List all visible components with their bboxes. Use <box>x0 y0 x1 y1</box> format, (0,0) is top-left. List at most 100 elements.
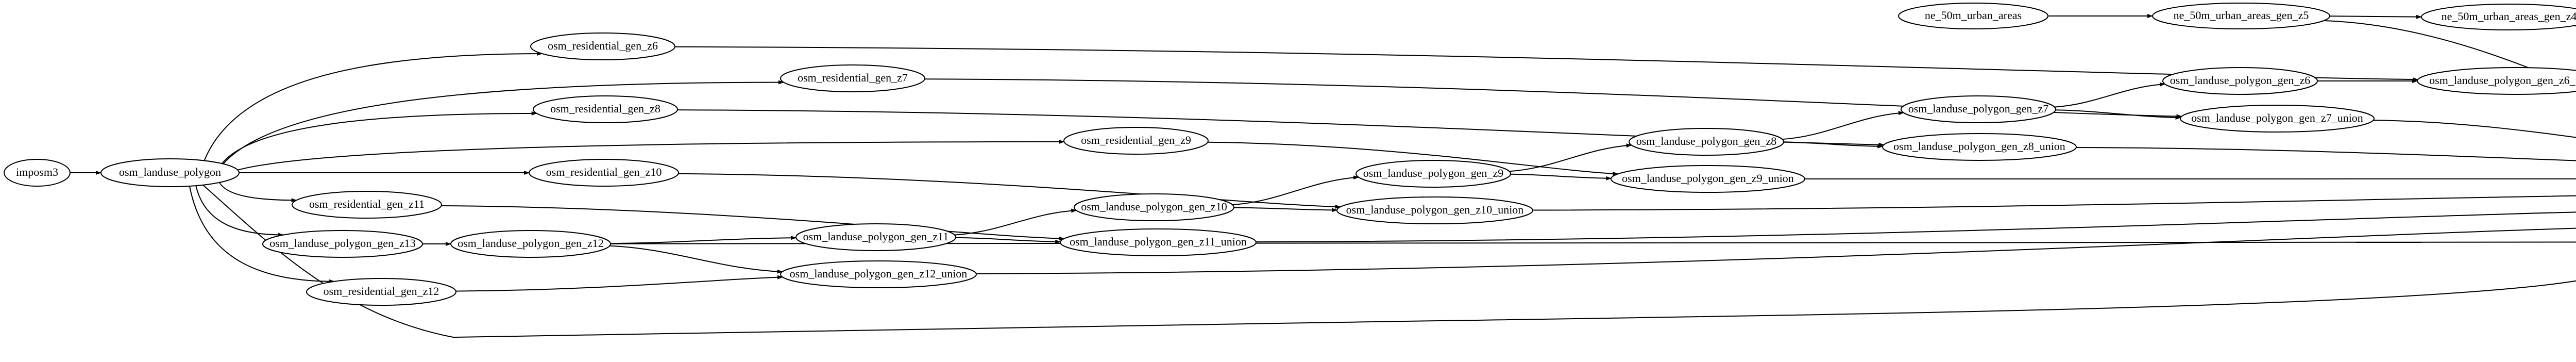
node-ellipse <box>2417 67 2576 95</box>
node-imposm3: imposm3 <box>4 159 71 187</box>
edge-osm_landuse_polygon_gen_z8_union-to-layer_landuse-z8 <box>2076 147 2576 161</box>
edge-osm_residential_gen_z11-to-osm_landuse_polygon_gen_z11_union <box>441 205 1065 241</box>
node-ellipse <box>2152 3 2330 29</box>
edge-osm_landuse_polygon_gen_z7_union-to-layer_landuse-z7 <box>2373 120 2576 138</box>
node-layer: imposm3 osm_landuse_polygon osm_resident… <box>4 3 2576 306</box>
edge-osm_landuse_polygon_gen_z13-to-layer_landuse-z13 <box>422 241 2576 244</box>
node-ellipse <box>529 159 679 187</box>
node-osm-landuse-polygon-gen-z7: osm_landuse_polygon_gen_z7 <box>1901 95 2056 123</box>
node-label: osm_landuse_polygon_gen_z11 <box>803 230 949 243</box>
node-osm-residential-gen-z11: osm_residential_gen_z11 <box>292 191 442 219</box>
node-ellipse <box>1336 196 1533 224</box>
node-label: osm_residential_gen_z7 <box>798 71 908 84</box>
node-ellipse <box>533 95 678 123</box>
node-label: osm_residential_gen_z9 <box>1081 134 1191 146</box>
edge-osm_landuse_polygon-to-osm_landuse_polygon_gen_z13 <box>195 185 284 237</box>
node-ellipse <box>306 278 456 306</box>
edge-osm_residential_gen_z12-to-osm_landuse_polygon_gen_z12_union <box>455 275 784 292</box>
node-label: osm_landuse_polygon_gen_z9 <box>1363 167 1504 179</box>
node-ellipse <box>1611 165 1805 193</box>
node-label: osm_landuse_polygon_gen_z8 <box>1636 135 1777 147</box>
node-osm-residential-gen-z6: osm_residential_gen_z6 <box>530 32 675 60</box>
node-label: osm_residential_gen_z6 <box>548 39 658 52</box>
node-ellipse <box>1901 95 2056 123</box>
edge-osm_landuse_polygon_gen_z8-to-osm_landuse_polygon_gen_z7 <box>1782 111 1904 140</box>
node-osm-landuse-polygon-gen-z12: osm_landuse_polygon_gen_z12 <box>450 230 611 258</box>
edge-osm_landuse_polygon-to-osm_residential_gen_z9 <box>238 139 1065 171</box>
node-label: osm_landuse_polygon_gen_z13 <box>269 237 416 250</box>
node-osm-landuse-polygon-gen-z9: osm_landuse_polygon_gen_z9 <box>1355 160 1511 188</box>
node-label: osm_residential_gen_z8 <box>550 102 660 115</box>
edge-ne_50m_urban_areas_gen_z5-to-layer_landuse-z5 <box>2324 20 2576 88</box>
node-osm-landuse-polygon-gen-z6-union: osm_landuse_polygon_gen_z6_union <box>2417 67 2576 95</box>
node-ellipse <box>1063 127 1209 155</box>
edge-osm_landuse_polygon-to-osm_residential_gen_z12 <box>189 186 335 284</box>
edge-osm_landuse_polygon_gen_z12-to-osm_landuse_polygon_gen_z12_union <box>609 245 783 274</box>
edge-osm_residential_gen_z7-to-osm_landuse_polygon_gen_z7_union <box>924 78 2182 119</box>
edge-osm_residential_gen_z9-to-osm_landuse_polygon_gen_z9_union <box>1208 141 1619 176</box>
node-ellipse <box>1074 193 1234 221</box>
node-label: imposm3 <box>16 166 58 178</box>
node-label: osm_landuse_polygon_gen_z11_union <box>1070 235 1247 248</box>
node-label: ne_50m_urban_areas_gen_z5 <box>2174 9 2309 22</box>
edge-osm_landuse_polygon_gen_z11-to-osm_landuse_polygon_gen_z11_union <box>955 237 1061 244</box>
edge-osm_residential_gen_z6-to-osm_landuse_polygon_gen_z6_union <box>674 46 2419 82</box>
node-ellipse <box>2180 105 2375 133</box>
node-ellipse <box>2421 4 2576 30</box>
node-osm-residential-gen-z9: osm_residential_gen_z9 <box>1063 127 1209 155</box>
edge-osm_landuse_polygon_gen_z7-to-osm_landuse_polygon_gen_z6 <box>2054 82 2166 108</box>
edge-osm_landuse_polygon_gen_z11-to-osm_landuse_polygon_gen_z10 <box>954 208 1077 236</box>
node-ellipse <box>2162 67 2318 95</box>
edge-osm_landuse_polygon_gen_z7-to-osm_landuse_polygon_gen_z7_union <box>2055 109 2181 120</box>
node-ellipse <box>1629 128 1784 156</box>
node-label: osm_landuse_polygon_gen_z7_union <box>2191 111 2363 124</box>
edge-osm_landuse_polygon_gen_z11_union-to-layer_landuse-z11 <box>1256 211 2576 243</box>
node-ellipse <box>1882 133 2077 161</box>
node-osm-landuse-polygon-gen-z10: osm_landuse_polygon_gen_z10 <box>1074 193 1234 221</box>
node-label: ne_50m_urban_areas <box>1925 9 2022 22</box>
node-label: osm_landuse_polygon_gen_z9_union <box>1622 172 1794 185</box>
node-ellipse <box>780 260 977 288</box>
node-ellipse <box>780 64 925 92</box>
edge-osm_landuse_polygon_gen_z10-to-osm_landuse_polygon_gen_z10_union <box>1233 207 1338 212</box>
node-label: osm_landuse_polygon_gen_z10 <box>1081 200 1227 213</box>
node-osm-landuse-polygon-gen-z6: osm_landuse_polygon_gen_z6 <box>2162 67 2318 95</box>
node-label: osm_residential_gen_z12 <box>324 285 439 298</box>
node-label: osm_landuse_polygon_gen_z6 <box>2170 74 2311 87</box>
node-label: ne_50m_urban_areas_gen_z4 <box>2442 10 2576 23</box>
edge-osm_landuse_polygon-to-osm_residential_gen_z6 <box>204 52 543 161</box>
node-osm-landuse-polygon-gen-z10-union: osm_landuse_polygon_gen_z10_union <box>1336 196 1533 224</box>
node-ellipse <box>1355 160 1511 188</box>
node-label: osm_landuse_polygon_gen_z6_union <box>2429 74 2576 87</box>
node-ellipse <box>100 158 240 187</box>
node-osm-landuse-polygon-gen-z8-union: osm_landuse_polygon_gen_z8_union <box>1882 133 2077 161</box>
edge-osm_landuse_polygon-to-layer_landuse-z14plus <box>201 184 2576 338</box>
node-osm-residential-gen-z10: osm_residential_gen_z10 <box>529 159 679 187</box>
node-ellipse <box>795 223 956 251</box>
edge-osm_landuse_polygon_gen_z12_union-to-layer_landuse-z12 <box>976 227 2576 274</box>
node-label: osm_landuse_polygon_gen_z12 <box>457 237 604 250</box>
node-ne-50m-urban-areas-gen-z5: ne_50m_urban_areas_gen_z5 <box>2152 3 2330 29</box>
node-ellipse <box>4 159 71 187</box>
node-osm-residential-gen-z8: osm_residential_gen_z8 <box>533 95 678 123</box>
node-osm-landuse-polygon-gen-z8: osm_landuse_polygon_gen_z8 <box>1629 128 1784 156</box>
node-osm-landuse-polygon-gen-z7-union: osm_landuse_polygon_gen_z7_union <box>2180 105 2375 133</box>
edge-osm_landuse_polygon_gen_z9-to-osm_landuse_polygon_gen_z8 <box>1509 143 1632 172</box>
node-osm-landuse-polygon-gen-z13: osm_landuse_polygon_gen_z13 <box>262 230 423 258</box>
node-ellipse <box>292 191 442 219</box>
node-ellipse <box>1898 3 2048 29</box>
node-osm-landuse-polygon: osm_landuse_polygon <box>100 158 240 187</box>
edge-osm_landuse_polygon_gen_z10-to-osm_landuse_polygon_gen_z9 <box>1232 175 1359 206</box>
edge-osm_residential_gen_z10-to-osm_landuse_polygon_gen_z10_union <box>678 173 1341 209</box>
edge-osm_landuse_polygon_gen_z9-to-osm_landuse_polygon_gen_z9_union <box>1510 173 1612 180</box>
edge-osm_landuse_polygon-to-osm_residential_gen_z11 <box>219 182 297 203</box>
edge-osm_landuse_polygon-to-osm_residential_gen_z7 <box>223 80 784 164</box>
node-label: osm_residential_gen_z11 <box>309 198 425 210</box>
edge-osm_landuse_polygon-to-osm_residential_gen_z8 <box>222 111 537 164</box>
node-label: osm_landuse_polygon_gen_z12_union <box>790 267 968 280</box>
node-label: osm_landuse_polygon_gen_z10_union <box>1346 203 1524 216</box>
edge-osm_landuse_polygon_gen_z10_union-to-layer_landuse-z10 <box>1532 195 2576 211</box>
node-ellipse <box>262 230 423 258</box>
edge-layer <box>70 14 2576 338</box>
